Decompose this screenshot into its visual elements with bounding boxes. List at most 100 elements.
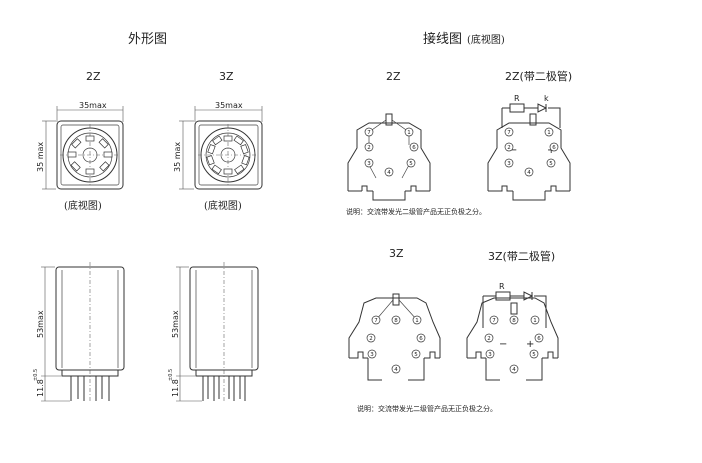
wiring-2z-terminal-number: 3 xyxy=(367,161,371,167)
wiring-3z-terminal-number: 5 xyxy=(414,352,418,358)
outline-2z-pin-length-dim: 11.8 xyxy=(36,379,45,397)
wiring-2z-terminal xyxy=(406,158,416,168)
outline-3z-pin-length-dim: 11.8 xyxy=(171,379,180,397)
wiring-2z-minus: − xyxy=(509,145,517,156)
wiring-3z-terminal-number: 4 xyxy=(394,367,398,373)
wiring-2z-terminal xyxy=(404,127,414,137)
wiring-2z-resistor xyxy=(509,103,525,113)
wiring-note-2: 说明：交流带发光二级管产品无正负极之分。 xyxy=(357,404,497,413)
outline-2z-bottom-caption: (底视图) xyxy=(64,199,102,212)
wiring-3z-terminal xyxy=(367,349,377,359)
wiring-heading-suffix: (底视图) xyxy=(467,33,505,46)
wiring-3z-plus: + xyxy=(526,339,534,350)
wiring-2z-terminal xyxy=(409,142,419,152)
wiring-3z-diode-terminal-number: 3 xyxy=(488,352,492,358)
wiring-3z-diode-terminal xyxy=(509,364,519,374)
wiring-3z-terminal-number: 7 xyxy=(374,318,378,324)
wiring-3z-terminal-number: 6 xyxy=(419,336,423,342)
wiring-3z-coil xyxy=(392,293,400,306)
wiring-2z-diode-terminal-number: 1 xyxy=(547,130,551,136)
wiring-3z-diode-terminal xyxy=(509,315,519,325)
wiring-3z-diode-label: 3Z(带二极管) xyxy=(488,249,555,263)
wiring-2z-diode-terminal xyxy=(504,127,514,137)
wiring-2z-diode-terminal xyxy=(549,142,559,152)
wiring-2z-label: 2Z xyxy=(386,70,401,83)
wiring-2z-terminal xyxy=(364,158,374,168)
wiring-2z-plus: + xyxy=(547,145,555,156)
wiring-3z-diode: 3Z(带二极管) R − + 7 8 1 2 6 3 5 4 xyxy=(466,249,559,381)
wiring-2z-diode: 2Z(带二极管) R k − + 7 1 2 6 3 5 4 xyxy=(487,69,572,201)
outline-2z-height-dim: 35 max xyxy=(36,142,45,172)
wiring-2z-diode-coil xyxy=(529,113,537,126)
wiring-3z-terminal xyxy=(366,333,376,343)
wiring-note-1: 说明：交流带发光二级管产品无正负极之分。 xyxy=(346,207,486,216)
wiring-3z-terminal xyxy=(412,315,422,325)
wiring-3z-diode-terminal-number: 2 xyxy=(487,336,491,342)
wiring-2z-terminal-number: 2 xyxy=(367,145,371,151)
outline-2z-side-view: 53max 11.8 ±0.5 xyxy=(33,262,125,402)
wiring-2z: 2Z 7 1 2 6 3 5 4 xyxy=(347,70,431,201)
wiring-2z-terminal-number: 1 xyxy=(407,130,411,136)
wiring-3z-terminal-number: 1 xyxy=(415,318,419,324)
outline-2z-pin-tolerance: ±0.5 xyxy=(33,369,39,381)
wiring-2z-terminal-number: 4 xyxy=(387,170,391,176)
wiring-2z-k-label: k xyxy=(544,94,549,103)
wiring-2z-diode-terminal-number: 4 xyxy=(527,170,531,176)
wiring-3z-terminal xyxy=(371,315,381,325)
wiring-3z-diode-terminal-number: 1 xyxy=(533,318,537,324)
outline-3z-label: 3Z xyxy=(219,70,234,83)
wiring-2z-coil xyxy=(385,113,393,126)
wiring-3z-diode-terminal xyxy=(530,315,540,325)
wiring-3z-diode-terminal-number: 5 xyxy=(532,352,536,358)
wiring-2z-diode-terminal-number: 2 xyxy=(507,145,511,151)
wiring-3z-terminal-number: 2 xyxy=(369,336,373,342)
outline-3z-height-dim: 35 max xyxy=(173,142,182,172)
wiring-2z-diode-terminal xyxy=(504,158,514,168)
wiring-3z-diode-coil xyxy=(510,302,518,315)
wiring-3z-terminal xyxy=(416,333,426,343)
wiring-3z-terminal xyxy=(411,349,421,359)
outline-heading: 外形图 xyxy=(128,32,167,47)
wiring-2z-diode-terminal-number: 6 xyxy=(552,145,556,151)
outline-3z-side-view: 53max 11.8 ±0.5 xyxy=(168,262,259,402)
outline-3z-bottom-view: 3Z 35max 35 max (底视图) xyxy=(173,70,263,212)
wiring-2z-terminal-number: 7 xyxy=(367,130,371,136)
outline-3z-bottom-caption: (底视图) xyxy=(204,199,242,212)
wiring-3z-label: 3Z xyxy=(389,247,404,260)
wiring-2z-diode-terminal-number: 3 xyxy=(507,161,511,167)
wiring-2z-terminal-number: 6 xyxy=(412,145,416,151)
outline-2z-bottom-view: 2Z 35max 35 max (底视图) xyxy=(36,70,124,212)
wiring-2z-diode-label: 2Z(带二极管) xyxy=(505,69,572,83)
wiring-3z-minus: − xyxy=(499,339,507,350)
wiring-3z-diode-terminal-number: 7 xyxy=(492,318,496,324)
wiring-2z-diode-terminal xyxy=(546,158,556,168)
outline-3z-body-height-dim: 53max xyxy=(171,310,180,338)
wiring-3z-diode-terminal-number: 4 xyxy=(512,367,516,373)
wiring-2z-r-label: R xyxy=(514,94,520,103)
wiring-3z-diode-terminal xyxy=(534,333,544,343)
wiring-2z-diode-terminal xyxy=(524,167,534,177)
wiring-2z-terminal xyxy=(364,142,374,152)
wiring-2z-diode-terminal-number: 5 xyxy=(549,161,553,167)
outline-2z-label: 2Z xyxy=(86,70,101,83)
wiring-3z-terminal xyxy=(391,364,401,374)
wiring-3z-diode-terminal xyxy=(489,315,499,325)
wiring-3z-resistor xyxy=(495,291,511,301)
wiring-3z-diode-terminal-number: 8 xyxy=(512,318,516,324)
wiring-3z-diode-terminal xyxy=(529,349,539,359)
wiring-3z-terminal xyxy=(391,315,401,325)
wiring-2z-terminal xyxy=(364,127,374,137)
wiring-3z-diode-terminal-number: 6 xyxy=(537,336,541,342)
wiring-3z-terminal-number: 8 xyxy=(394,318,398,324)
wiring-2z-diode-terminal xyxy=(544,127,554,137)
wiring-2z-terminal xyxy=(384,167,394,177)
wiring-2z-terminal-number: 5 xyxy=(409,161,413,167)
outline-3z-pin-tolerance: ±0.5 xyxy=(168,369,174,381)
wiring-3z-diode-terminal xyxy=(485,349,495,359)
wiring-2z-diode-terminal-number: 7 xyxy=(507,130,511,136)
wiring-3z-r-label: R xyxy=(499,282,505,291)
outline-2z-body-height-dim: 53max xyxy=(36,310,45,338)
wiring-heading: 接线图 xyxy=(423,31,462,47)
